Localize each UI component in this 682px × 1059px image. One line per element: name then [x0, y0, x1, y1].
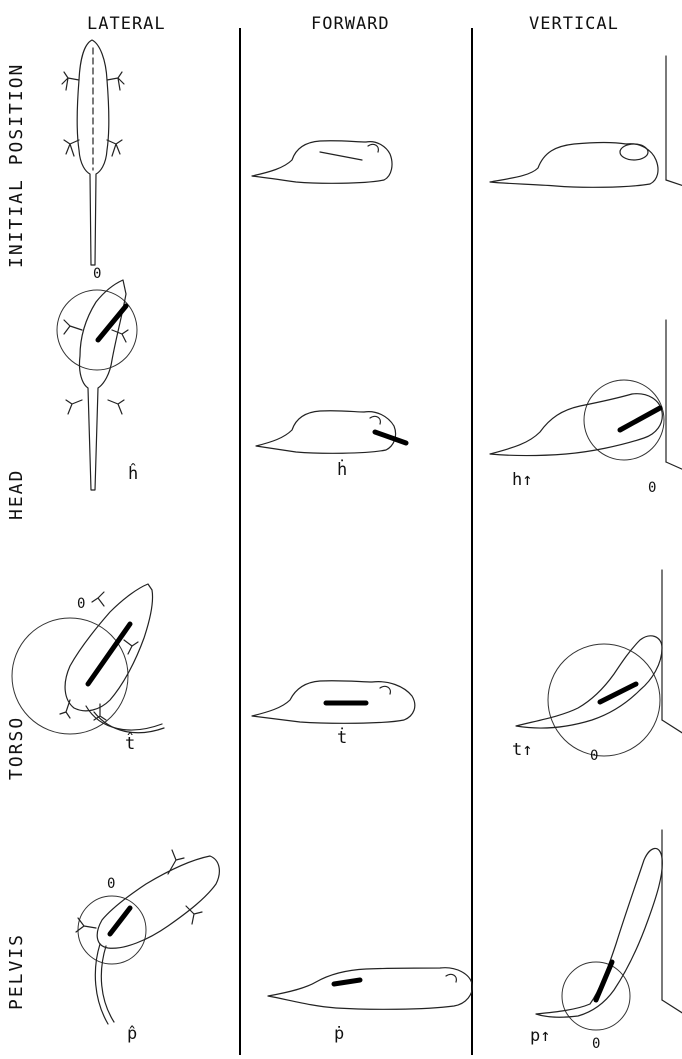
pelvis-lateral-symbol: p̂ [127, 1024, 137, 1044]
rat-side-view-vertical-initial [490, 56, 682, 187]
rat-side-view-forward-torso [252, 681, 415, 724]
rat-side-view-forward-initial [252, 141, 392, 184]
pelvis-axis-bar-forward [334, 980, 360, 984]
head-lateral-symbol: ĥ [128, 464, 138, 484]
rat-side-view-forward-pelvis [268, 968, 472, 1010]
rat-side-view-forward-head [256, 411, 406, 454]
pelvis-axis-bar-lateral [110, 908, 130, 934]
head-vertical-symbol: h↑ [512, 470, 532, 490]
zero-marker-torso-lateral: 0 [77, 596, 85, 612]
zero-marker-head-lateral: 0 [93, 266, 101, 282]
zero-marker-head-vertical: 0 [648, 480, 656, 496]
zero-marker-torso-vertical: 0 [590, 748, 598, 764]
pelvis-axis-bar-vertical [596, 962, 612, 1000]
rat-top-view-pelvis [76, 850, 219, 1024]
zero-marker-pelvis-lateral: 0 [107, 876, 115, 892]
rat-side-view-vertical-pelvis [536, 830, 682, 1030]
torso-lateral-symbol: t̂ [125, 734, 135, 754]
rat-side-view-vertical-torso [516, 570, 682, 756]
head-forward-symbol: ḣ [337, 460, 347, 480]
torso-vertical-symbol: t↑ [512, 740, 532, 760]
torso-forward-symbol: ṫ [337, 728, 347, 748]
pelvis-vertical-symbol: p↑ [530, 1026, 550, 1046]
head-axis-bar-vertical [620, 408, 660, 430]
head-rotation-circle-vertical [584, 380, 664, 460]
torso-rotation-circle-lateral [12, 618, 128, 734]
rat-top-view-initial [62, 40, 124, 265]
head-axis-bar-forward [375, 432, 406, 443]
rat-top-view-torso [12, 584, 164, 734]
rat-top-view-head [57, 280, 137, 490]
pelvis-forward-symbol: ṗ [334, 1024, 344, 1044]
rat-side-view-vertical-head [490, 320, 682, 470]
zero-marker-pelvis-vertical: 0 [592, 1036, 600, 1052]
